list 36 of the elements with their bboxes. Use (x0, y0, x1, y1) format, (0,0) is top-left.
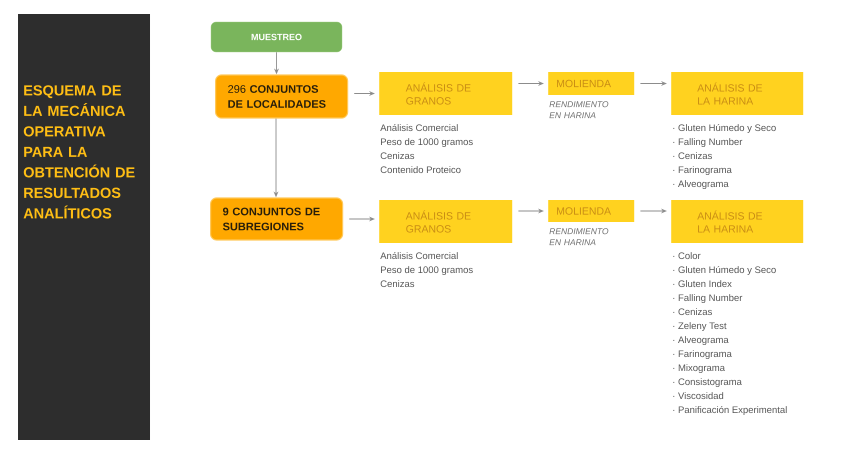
list-item: · Gluten Húmedo y Seco (673, 266, 776, 275)
process-box: ANÁLISIS DE GRANOS (379, 200, 512, 243)
list-item: · Viscosidad (673, 392, 724, 400)
list-item: · Falling Number (673, 294, 742, 303)
process-box: MOLIENDA (548, 72, 634, 95)
process-box: ANÁLISIS DE LA HARINA (671, 200, 804, 243)
list-item: · Gluten Index (673, 280, 732, 288)
list-item: · Zeleny Test (673, 322, 726, 331)
list-item: · Farinograma (673, 166, 732, 175)
list-item: · Cenizas (673, 152, 712, 160)
list-item: · Cenizas (673, 308, 712, 316)
list-item: Contenido Proteico (380, 166, 461, 174)
group-box: 296 CONJUNTOS DE LOCALIDADES (215, 74, 348, 119)
list-item: Análisis Comercial (380, 124, 458, 132)
process-box: ANÁLISIS DE GRANOS (379, 72, 512, 115)
list-item: · Alveograma (673, 180, 729, 189)
process-box: ANÁLISIS DE LA HARINA (671, 72, 804, 115)
list-item: · Consistograma (673, 378, 742, 387)
list-item: · Color (673, 252, 701, 260)
title: ESQUEMA DE LA MECÁNICA OPERATIVA PARA LA OBTENCIÓN DE RESULTADOS ANALÍTICOS (24, 85, 135, 218)
list-item: · Mixograma (673, 364, 725, 373)
list-item: · Alveograma (673, 336, 729, 345)
list-item: · Gluten Húmedo y Seco (673, 124, 776, 133)
list-item: · Falling Number (673, 138, 742, 147)
side-note: RENDIMIENTO EN HARINA (549, 228, 608, 246)
process-box: MOLIENDA (548, 200, 634, 222)
list-item: Peso de 1000 gramos (381, 266, 473, 275)
side-note: RENDIMIENTO EN HARINA (549, 101, 608, 118)
start-box: MUESTREO (210, 22, 342, 52)
group-box: 9 CONJUNTOS DE SUBREGIONES (210, 197, 344, 241)
list-item: Peso de 1000 gramos (381, 138, 473, 147)
list-item: Cenizas (380, 152, 414, 160)
list-item: Cenizas (380, 280, 414, 288)
list-item: · Farinograma (673, 350, 732, 359)
list-item: Análisis Comercial (380, 252, 458, 260)
list-item: · Panificación Experimental (673, 406, 787, 415)
